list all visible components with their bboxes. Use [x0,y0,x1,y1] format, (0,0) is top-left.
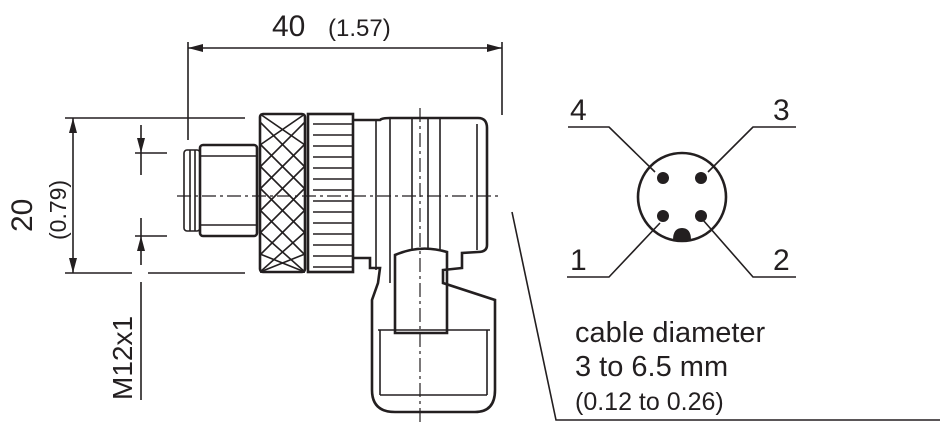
pin-3-label: 3 [773,94,790,127]
width-dimension: 40 (1.57) [187,10,503,140]
thread-dimension: M12x1 [107,125,167,400]
knurl-hatch-line [259,231,306,273]
knurl-hatch-line [259,121,306,168]
pin-4-label: 4 [570,94,587,127]
cable-leader-line [511,211,940,421]
knurl-hatch-line [259,165,306,212]
width-in-label: (1.57) [328,15,391,42]
thread-label: M12x1 [107,316,138,400]
knurl-hatch-line [259,253,306,273]
angled-housing [353,116,497,414]
cable-label-line3: (0.12 to 0.26) [575,388,724,416]
knurl-hatch-line [259,209,306,256]
width-mm-label: 40 [272,10,305,43]
ribbed-ring [306,112,355,274]
pin-2-label: 2 [773,244,790,277]
knurl-hatch-line [259,113,306,146]
knurl-hatch-line [259,143,306,190]
pin-1-label: 1 [570,244,587,277]
cable-label-line1: cable diameter [575,317,766,349]
plug-pin-section [183,143,259,238]
height-mm-label: 20 [6,199,39,232]
height-dimension: 20 (0.79) [6,117,245,274]
pin-diagram: 4 3 1 2 [567,94,796,278]
cable-label-line2: 3 to 6.5 mm [575,351,728,383]
knurled-nut [258,112,307,274]
height-in-label: (0.79) [45,180,71,240]
